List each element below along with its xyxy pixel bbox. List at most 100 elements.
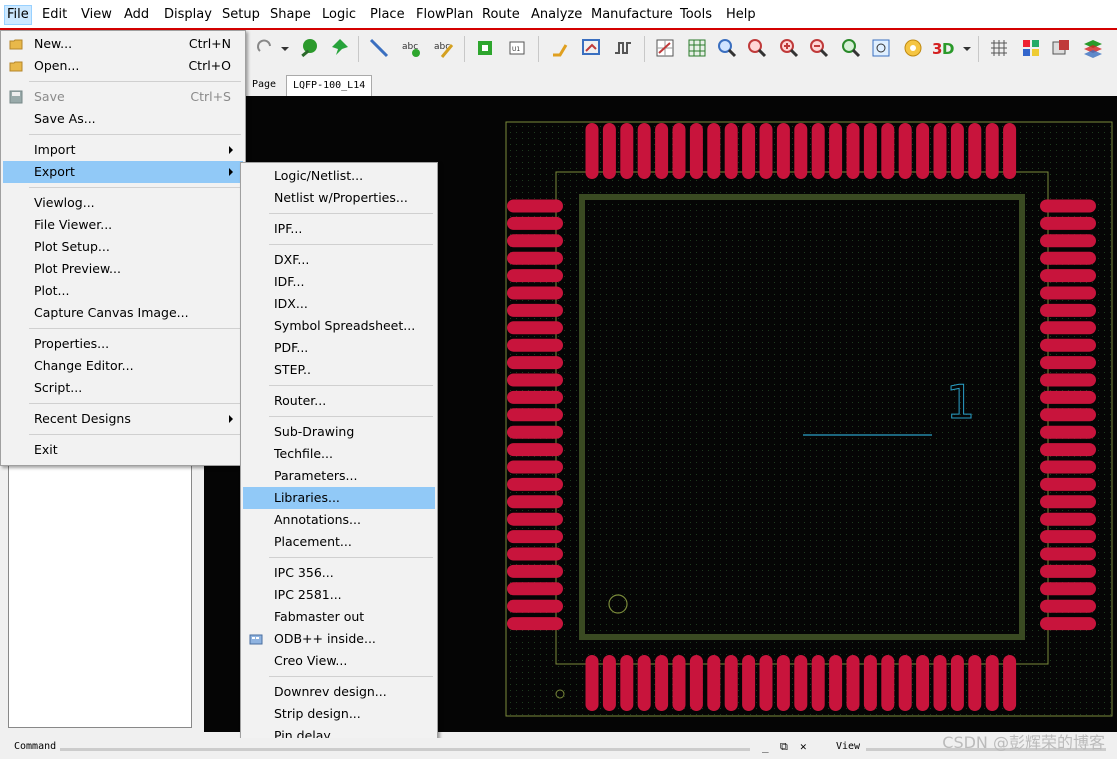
grid-toggle-icon[interactable] (686, 37, 708, 59)
file_menu-item-save-as[interactable]: Save As... (3, 108, 243, 130)
refresh-icon[interactable] (902, 37, 924, 59)
zoom-fit-icon[interactable] (716, 37, 738, 59)
restore-icon[interactable]: ⧉ (780, 740, 788, 753)
export_menu-item-symbol-spreadsheet[interactable]: Symbol Spreadsheet... (243, 315, 435, 337)
file_menu-item-plot-setup[interactable]: Plot Setup... (3, 236, 243, 258)
export_menu-item-ipc-2581[interactable]: IPC 2581... (243, 584, 435, 606)
slide-icon[interactable] (580, 37, 602, 59)
menu-setup[interactable]: Setup (222, 7, 260, 22)
place-component-icon[interactable] (474, 37, 496, 59)
menu-view[interactable]: View (81, 7, 112, 22)
add-line-icon[interactable] (368, 37, 390, 59)
pad-left (507, 460, 563, 474)
export_menu-item-dxf[interactable]: DXF... (243, 249, 435, 271)
zoom-world-icon[interactable] (870, 37, 892, 59)
menu-flowplan[interactable]: FlowPlan (416, 7, 474, 22)
export_menu-item-step[interactable]: STEP.. (243, 359, 435, 381)
menu-route[interactable]: Route (482, 7, 520, 22)
file_menu-item-open[interactable]: Open...Ctrl+O (3, 55, 243, 77)
file_menu-item-script[interactable]: Script... (3, 377, 243, 399)
zoom-out-icon[interactable] (808, 37, 830, 59)
pad-right (1040, 303, 1096, 317)
menu-edit[interactable]: Edit (42, 7, 68, 22)
export_menu-item-ipc-356[interactable]: IPC 356... (243, 562, 435, 584)
file_menu-item-import[interactable]: Import (3, 139, 243, 161)
color-palette-icon[interactable] (1020, 37, 1042, 59)
menu-add[interactable]: Add (124, 7, 150, 22)
grid-dots-icon[interactable] (988, 37, 1010, 59)
export_menu-item-libraries[interactable]: Libraries... (243, 487, 435, 509)
delay-tune-icon[interactable] (612, 37, 634, 59)
tab-page[interactable]: Page (252, 79, 277, 90)
add-text-icon[interactable]: abc (400, 37, 422, 59)
file_menu-item-plot[interactable]: Plot... (3, 280, 243, 302)
view-splitter[interactable] (866, 748, 1106, 751)
pad-right (1040, 477, 1096, 491)
menu-file[interactable]: File (4, 5, 32, 25)
zoom-in-icon[interactable] (778, 37, 800, 59)
pad-right (1040, 199, 1096, 213)
export_menu-item-logic-netlist[interactable]: Logic/Netlist... (243, 165, 435, 187)
export_menu-item-idf[interactable]: IDF... (243, 271, 435, 293)
file_menu-item-properties[interactable]: Properties... (3, 333, 243, 355)
file_menu-item-new[interactable]: New...Ctrl+N (3, 33, 243, 55)
submenu-arrow-icon (229, 168, 233, 176)
zoom-window-icon[interactable] (746, 37, 768, 59)
tab-design[interactable]: LQFP-100_L14 (286, 75, 373, 96)
file_menu-item-exit[interactable]: Exit (3, 439, 243, 461)
export_menu-item-annotations[interactable]: Annotations... (243, 509, 435, 531)
export_menu-item-odb-inside[interactable]: ODB++ inside... (243, 628, 435, 650)
file_menu-item-recent-designs[interactable]: Recent Designs (3, 408, 243, 430)
file_menu-item-label: Plot... (34, 283, 70, 298)
file_menu-item-change-editor[interactable]: Change Editor... (3, 355, 243, 377)
export_menu-item-ipf[interactable]: IPF... (243, 218, 435, 240)
tab-bar: Page LQFP-100_L14 (246, 72, 1117, 96)
file_menu-item-viewlog[interactable]: Viewlog... (3, 192, 243, 214)
pad-top (1003, 123, 1017, 179)
export_menu-item-pdf[interactable]: PDF... (243, 337, 435, 359)
export_menu-item-router[interactable]: Router... (243, 390, 435, 412)
menu-help[interactable]: Help (726, 7, 756, 22)
pad-left (507, 512, 563, 526)
export_menu-item-strip-design[interactable]: Strip design... (243, 703, 435, 725)
export_menu-item-parameters[interactable]: Parameters... (243, 465, 435, 487)
menu-logic[interactable]: Logic (322, 7, 356, 22)
export_menu-item-downrev-design[interactable]: Downrev design... (243, 681, 435, 703)
file_menu-item-label: Script... (34, 380, 83, 395)
menu-tools[interactable]: Tools (680, 7, 713, 22)
zoom-previous-icon[interactable] (840, 37, 862, 59)
grid-view-icon[interactable] (654, 37, 676, 59)
pad-bottom (776, 655, 790, 711)
layers-icon[interactable] (1082, 37, 1104, 59)
menu-display[interactable]: Display (164, 7, 212, 22)
ic-symbol-icon[interactable]: U1 (506, 37, 528, 59)
menu-manufacture[interactable]: Manufacture (591, 7, 673, 22)
route-connect-icon[interactable] (550, 37, 572, 59)
export_menu-item-creo-view[interactable]: Creo View... (243, 650, 435, 672)
export_menu-item-idx[interactable]: IDX... (243, 293, 435, 315)
file_menu-item-capture-canvas-image[interactable]: Capture Canvas Image... (3, 302, 243, 324)
minimize-icon[interactable]: _ (762, 740, 769, 753)
menu-place[interactable]: Place (370, 7, 405, 22)
leaf-icon[interactable] (298, 37, 320, 59)
file_menu-item-file-viewer[interactable]: File Viewer... (3, 214, 243, 236)
pin-icon[interactable] (328, 37, 350, 59)
close-icon[interactable]: ✕ (800, 740, 807, 753)
export_menu-item-techfile[interactable]: Techfile... (243, 443, 435, 465)
dropdown-arrow-icon[interactable] (962, 37, 972, 59)
export_menu-item-netlist-w-properties[interactable]: Netlist w/Properties... (243, 187, 435, 209)
redo-icon[interactable] (254, 37, 276, 59)
edit-text-icon[interactable]: abc (432, 37, 454, 59)
file_menu-item-export[interactable]: Export (3, 161, 243, 183)
layer-visibility-icon[interactable] (1050, 37, 1072, 59)
export_menu-item-sub-drawing[interactable]: Sub-Drawing (243, 421, 435, 443)
menu-analyze[interactable]: Analyze (531, 7, 583, 22)
file_menu-item-plot-preview[interactable]: Plot Preview... (3, 258, 243, 280)
export_menu-item-fabmaster-out[interactable]: Fabmaster out (243, 606, 435, 628)
command-splitter[interactable] (60, 748, 750, 751)
dropdown-arrow-icon[interactable] (280, 37, 290, 59)
menu-shape[interactable]: Shape (270, 7, 311, 22)
export_menu-item-placement[interactable]: Placement... (243, 531, 435, 553)
